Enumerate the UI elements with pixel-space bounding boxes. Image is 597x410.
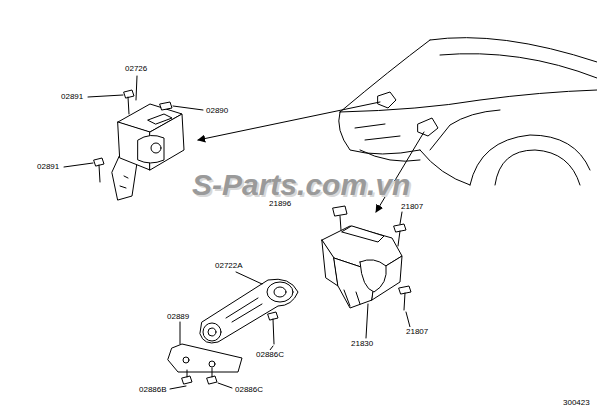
bolt xyxy=(94,90,172,182)
callout-number: 02886C xyxy=(255,350,285,359)
leader-line xyxy=(64,76,203,167)
bracket xyxy=(168,344,242,372)
callout-number: 21807 xyxy=(405,327,429,336)
callout-number: 02726 xyxy=(124,64,148,73)
callout-number: 21807 xyxy=(400,202,424,211)
leader-line xyxy=(170,272,273,389)
callout-number: 02889 xyxy=(166,312,190,321)
watermark: S-Parts.com.vn xyxy=(192,168,410,202)
callout-number: 02890 xyxy=(205,106,229,115)
engine-bay-mounts xyxy=(378,92,438,136)
callout-number: 02886B xyxy=(138,385,168,394)
callout-number: 02722A xyxy=(214,261,244,270)
callout-number: 02886C xyxy=(234,385,264,394)
torque-rod xyxy=(200,279,298,343)
callout-number: 02891 xyxy=(36,162,60,171)
engine-mount-upper xyxy=(112,104,184,200)
figure-number: 300423 xyxy=(562,398,591,407)
transmission-mount xyxy=(322,226,402,308)
car-outline xyxy=(339,38,597,185)
bolt xyxy=(333,206,411,310)
callout-number: 02891 xyxy=(60,92,84,101)
leader-line xyxy=(366,212,410,338)
callout-number: 21830 xyxy=(350,339,374,348)
bolt xyxy=(182,312,278,384)
